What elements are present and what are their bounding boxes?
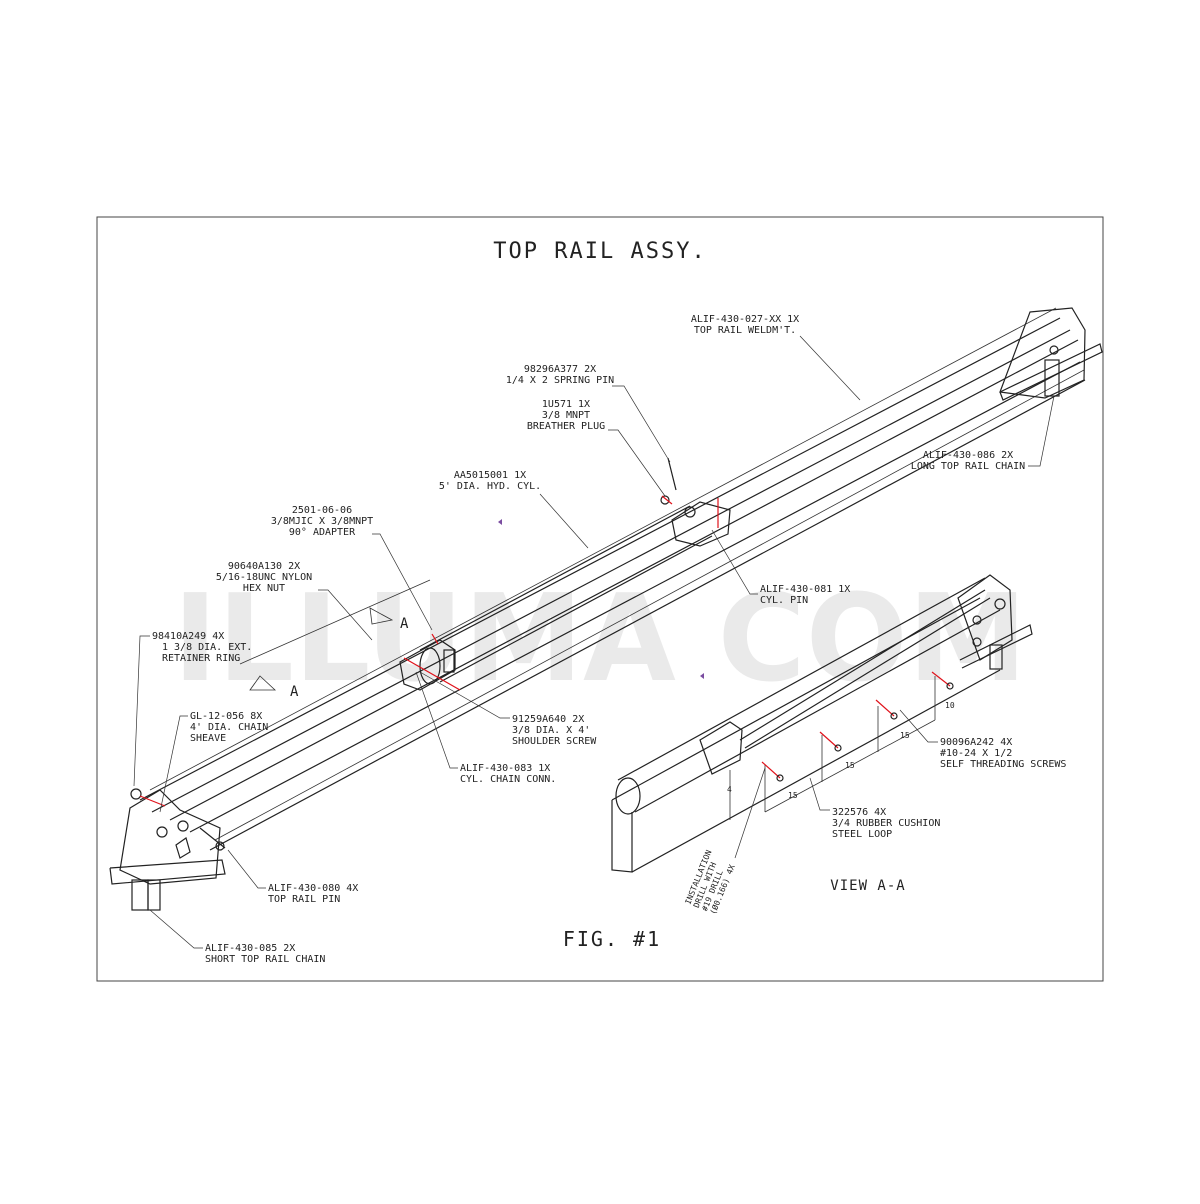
callout-description: BREATHER PLUG bbox=[527, 421, 605, 432]
callout-part-number: 90640A130 2X bbox=[228, 561, 300, 572]
callout-cylinder-chain-connector: ALIF-430-083 1X CYL. CHAIN CONN. bbox=[415, 671, 556, 785]
callout-cylinder-pin: ALIF-430-081 1X CYL. PIN bbox=[711, 529, 850, 606]
section-marker-a: A A bbox=[239, 579, 431, 700]
callout-chain-sheave: GL-12-056 8X 4' DIA. CHAIN SHEAVE bbox=[159, 711, 268, 813]
callout-part-number: ALIF-430-027-XX 1X bbox=[691, 314, 799, 325]
callout-retainer-ring: 98410A249 4X 1 3/8 DIA. EXT. RETAINER RI… bbox=[133, 631, 252, 787]
callout-part-number: 98410A249 4X bbox=[152, 631, 224, 642]
callout-description: 4' DIA. CHAIN bbox=[190, 722, 268, 733]
callout-part-number: 98296A377 2X bbox=[524, 364, 596, 375]
callout-description: 3/8MJIC X 3/8MNPT bbox=[271, 516, 373, 527]
callout-short-top-rail-chain: ALIF-430-085 2X SHORT TOP RAIL CHAIN bbox=[149, 909, 325, 965]
callout-description: LONG TOP RAIL CHAIN bbox=[911, 461, 1025, 472]
callout-description: SHOULDER SCREW bbox=[512, 736, 597, 747]
dim-spacing-3: 15 bbox=[900, 731, 910, 740]
section-letter-lower: A bbox=[290, 684, 299, 700]
callout-description: CYL. CHAIN CONN. bbox=[460, 774, 556, 785]
callout-breather-plug: 1U571 1X 3/8 MNPT BREATHER PLUG bbox=[527, 399, 666, 497]
view-label: VIEW A-A bbox=[830, 878, 905, 894]
dim-height: 4 bbox=[727, 785, 732, 794]
callout-description: #10-24 X 1/2 bbox=[940, 748, 1012, 759]
callout-description: TOP RAIL PIN bbox=[268, 894, 340, 905]
callout-self-threading-screws: 90096A242 4X #10-24 X 1/2 SELF THREADING… bbox=[899, 709, 1066, 770]
callout-description: 5' DIA. HYD. CYL. bbox=[439, 481, 541, 492]
marker-icon bbox=[498, 519, 502, 525]
callout-description: SELF THREADING SCREWS bbox=[940, 759, 1066, 770]
dim-first: 10 bbox=[945, 701, 955, 710]
callout-part-number: ALIF-430-086 2X bbox=[923, 450, 1013, 461]
callout-rubber-cushion: 322576 4X 3/4 RUBBER CUSHION STEEL LOOP bbox=[809, 777, 940, 840]
callout-description: 1/4 X 2 SPRING PIN bbox=[506, 375, 614, 386]
main-top-rail bbox=[109, 307, 1103, 911]
callout-description: SHEAVE bbox=[190, 733, 226, 744]
callout-description: 5/16-18UNC NYLON bbox=[216, 572, 312, 583]
drawing-title: TOP RAIL ASSY. bbox=[493, 239, 706, 264]
callout-description: SHORT TOP RAIL CHAIN bbox=[205, 954, 325, 965]
callout-nylon-hex-nut: 90640A130 2X 5/16-18UNC NYLON HEX NUT bbox=[216, 561, 373, 641]
section-letter-upper: A bbox=[400, 616, 409, 632]
callout-description: HEX NUT bbox=[243, 583, 285, 594]
callout-description: RETAINER RING bbox=[162, 653, 240, 664]
callout-part-number: ALIF-430-083 1X bbox=[460, 763, 550, 774]
callout-description: 90° ADAPTER bbox=[289, 527, 356, 538]
callout-description: 3/4 RUBBER CUSHION bbox=[832, 818, 940, 829]
callout-description: TOP RAIL WELDM'T. bbox=[694, 325, 796, 336]
drawing-border bbox=[96, 216, 1104, 982]
callout-part-number: 1U571 1X bbox=[542, 399, 590, 410]
callout-spring-pin: 98296A377 2X 1/4 X 2 SPRING PIN bbox=[506, 364, 671, 463]
callout-description: CYL. PIN bbox=[760, 595, 808, 606]
callout-top-rail-weldment: ALIF-430-027-XX 1X TOP RAIL WELDM'T. bbox=[691, 314, 861, 401]
callout-part-number: ALIF-430-081 1X bbox=[760, 584, 850, 595]
callout-description: 3/8 DIA. X 4' bbox=[512, 725, 590, 736]
callout-long-top-rail-chain: ALIF-430-086 2X LONG TOP RAIL CHAIN bbox=[911, 395, 1055, 472]
callout-part-number: 322576 4X bbox=[832, 807, 886, 818]
callout-hydraulic-cylinder: AA5015001 1X 5' DIA. HYD. CYL. bbox=[439, 470, 589, 549]
callout-top-rail-pin: ALIF-430-080 4X TOP RAIL PIN bbox=[227, 849, 358, 905]
callout-part-number: GL-12-056 8X bbox=[190, 711, 262, 722]
install-note: INSTALLATION DRILL WITH #19 DRILL (Ø0.16… bbox=[684, 849, 737, 916]
callout-part-number: ALIF-430-080 4X bbox=[268, 883, 358, 894]
callout-shoulder-screw: 91259A640 2X 3/8 DIA. X 4' SHOULDER SCRE… bbox=[419, 671, 597, 747]
figure-label: FIG. #1 bbox=[563, 927, 661, 951]
callout-part-number: 91259A640 2X bbox=[512, 714, 584, 725]
callout-part-number: AA5015001 1X bbox=[454, 470, 526, 481]
callout-part-number: 2501-06-06 bbox=[292, 505, 352, 516]
marker-icon bbox=[700, 673, 704, 679]
view-a-a-detail: 15 15 15 10 4 bbox=[611, 574, 1033, 873]
callout-part-number: 90096A242 4X bbox=[940, 737, 1012, 748]
dim-spacing-1: 15 bbox=[788, 791, 798, 800]
callout-90-adapter: 2501-06-06 3/8MJIC X 3/8MNPT 90° ADAPTER bbox=[271, 505, 433, 631]
dim-spacing-2: 15 bbox=[845, 761, 855, 770]
watermark: ILLUMA COM bbox=[173, 570, 1027, 709]
callout-description: STEEL LOOP bbox=[832, 829, 892, 840]
callout-description: 1 3/8 DIA. EXT. bbox=[162, 642, 252, 653]
callout-part-number: ALIF-430-085 2X bbox=[205, 943, 295, 954]
callout-description: 3/8 MNPT bbox=[542, 410, 590, 421]
